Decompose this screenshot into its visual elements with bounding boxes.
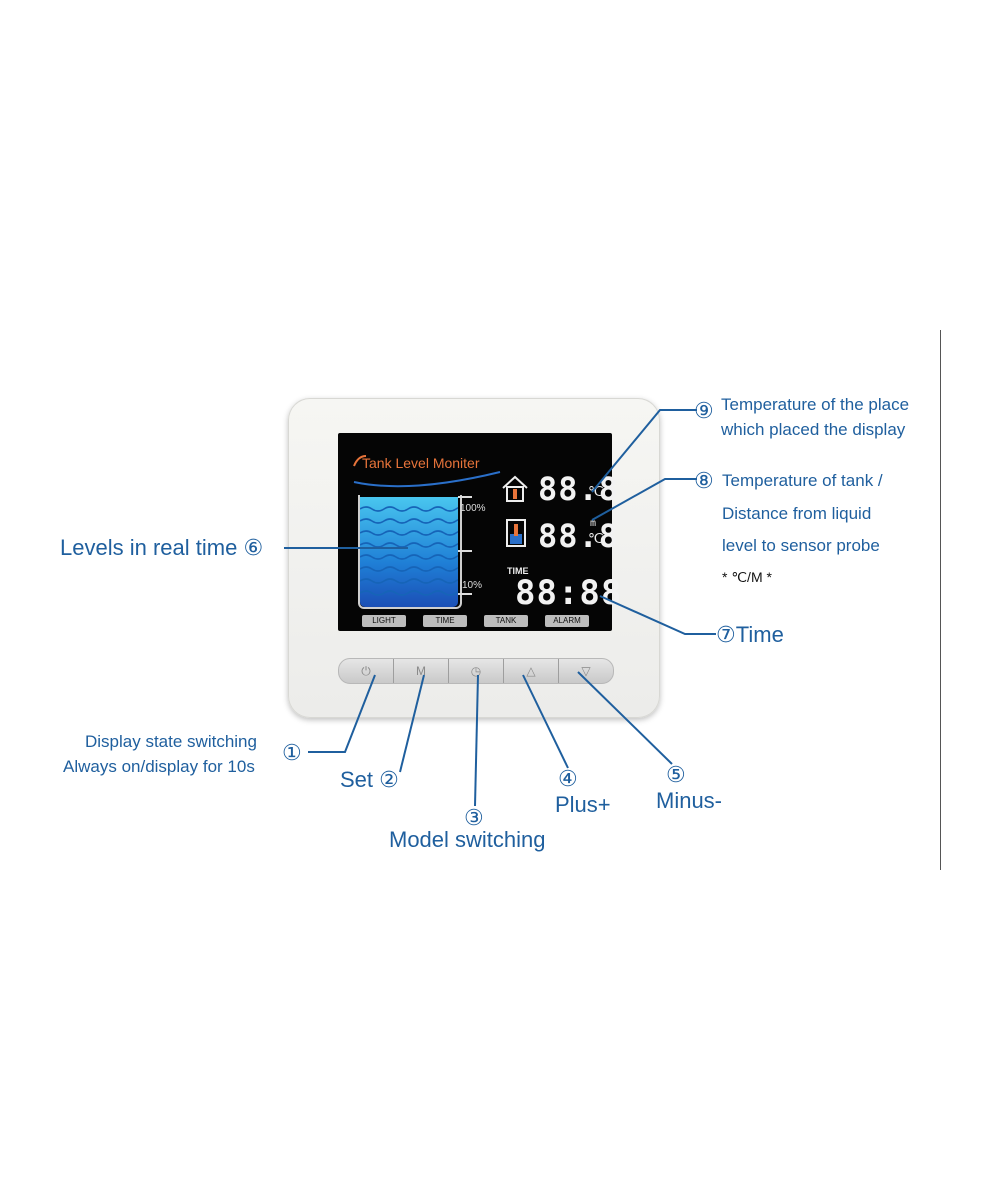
callout-tank-temp-line1: Temperature of tank /	[722, 471, 883, 490]
tank-temperature-unit: ℃	[588, 531, 604, 547]
callout-time-text: Time	[735, 622, 784, 647]
callout-set-text: Set	[340, 767, 374, 792]
level-label-10: 10%	[462, 580, 483, 591]
callout-levels-number: ⑥	[243, 536, 264, 561]
leader-line-minus	[577, 671, 673, 765]
callout-model-switching: Model switching	[389, 827, 546, 852]
tab-light: LIGHT	[362, 615, 406, 627]
leader-line-tank-temp	[591, 478, 697, 521]
button-bar: ⏻ M ◷ △ ▽	[338, 658, 614, 684]
tank-outline	[358, 495, 462, 609]
plus-button[interactable]: △	[504, 659, 559, 683]
callout-set-number: ②	[379, 768, 399, 793]
callout-1-number: ①	[282, 740, 302, 765]
callout-time-number: ⑦	[716, 623, 736, 648]
callout-set: Set ②	[340, 766, 399, 795]
level-label-100: 100%	[460, 503, 486, 514]
level-tick-mid	[458, 550, 472, 552]
callout-9-number: ⑨	[694, 398, 714, 423]
callout-levels-text: Levels in real time	[60, 535, 238, 560]
callout-display-switch-line1: Display state switching	[85, 732, 257, 751]
set-button[interactable]: M	[394, 659, 449, 683]
level-tick-10	[458, 593, 472, 595]
time-value: 88:88	[515, 573, 623, 613]
callout-4-number: ④	[558, 766, 578, 791]
right-divider	[940, 330, 941, 870]
leader-line-plus	[522, 674, 569, 769]
callout-8-number: ⑧	[694, 468, 714, 493]
callout-minus: Minus-	[656, 788, 723, 813]
callout-tank-temp-unit-note: * ℃/M *	[722, 569, 772, 585]
leader-line-room-temp	[591, 409, 697, 493]
callout-room-temp-line2: which placed the display	[721, 420, 906, 439]
tab-time: TIME	[423, 615, 467, 627]
tank-temperature-value: 88.8	[538, 517, 620, 555]
room-temperature-unit: ℃	[588, 484, 604, 500]
leader-line-time	[599, 595, 716, 635]
callout-display-switch-line2: Always on/display for 10s	[63, 757, 255, 776]
callout-plus: Plus+	[555, 792, 611, 817]
power-button[interactable]: ⏻	[339, 659, 394, 683]
minus-button[interactable]: ▽	[581, 664, 591, 678]
title-swoosh	[353, 455, 501, 488]
callout-5-number: ⑤	[666, 762, 686, 787]
leader-line-mode	[474, 674, 479, 807]
house-thermometer-icon	[502, 475, 528, 502]
callout-tank-temp-line3: level to sensor probe	[722, 536, 880, 555]
leader-line-power	[308, 674, 376, 753]
tab-tank: TANK	[484, 615, 528, 627]
callout-levels: Levels in real time ⑥	[60, 534, 263, 563]
device-title: Tank Level Moniter	[362, 455, 480, 471]
mode-button[interactable]: ◷	[449, 659, 504, 683]
tank-thermometer-icon	[506, 519, 526, 547]
tank-water-level	[360, 497, 458, 607]
callout-room-temp-line1: Temperature of the place	[721, 395, 910, 414]
tank-distance-unit: m	[590, 518, 597, 529]
callout-time: ⑦Time	[716, 621, 784, 650]
callout-tank-temp-line2: Distance from liquid	[722, 504, 872, 523]
tab-alarm: ALARM	[545, 615, 589, 627]
time-label: TIME	[507, 566, 529, 576]
level-tick-100	[458, 496, 472, 498]
leader-line-set	[399, 674, 425, 773]
callout-3-number: ③	[464, 805, 484, 830]
